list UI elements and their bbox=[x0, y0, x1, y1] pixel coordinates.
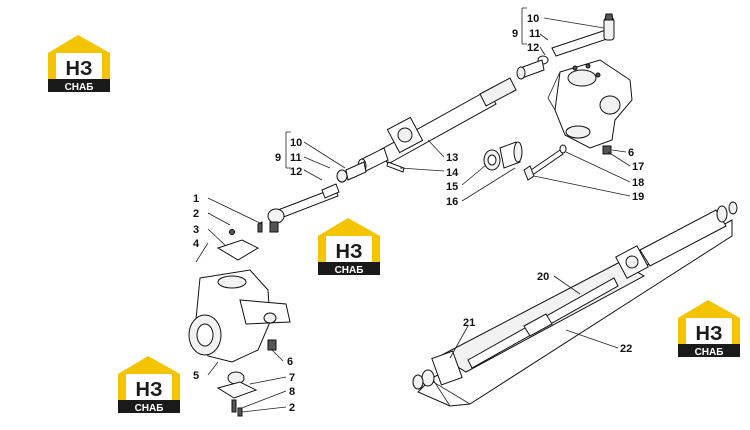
callout-20: 20 bbox=[537, 271, 549, 283]
knuckle-right bbox=[547, 59, 633, 149]
callout-6: 6 bbox=[287, 356, 293, 368]
logo-mark: НЗ bbox=[136, 379, 163, 401]
bolt-14 bbox=[386, 161, 405, 173]
tie-rod-end-top bbox=[516, 13, 615, 80]
callout-1: 1 bbox=[193, 193, 199, 205]
logo-top-left: НЗ СНАБ bbox=[48, 35, 110, 93]
logo-mark: НЗ bbox=[336, 241, 363, 263]
logo-mark: НЗ bbox=[66, 58, 93, 80]
callout-2: 2 bbox=[193, 208, 199, 220]
logo-text: СНАБ bbox=[335, 265, 364, 276]
callout-18: 18 bbox=[632, 177, 644, 189]
tie-rod-tube bbox=[357, 77, 517, 174]
logo-right: НЗ СНАБ bbox=[678, 300, 740, 358]
callout-10: 10 bbox=[290, 137, 302, 149]
arm-plate-top bbox=[216, 221, 263, 261]
piston-rod bbox=[467, 277, 619, 369]
callout-13: 13 bbox=[446, 152, 458, 164]
callout-12: 12 bbox=[290, 166, 302, 178]
bolt-19 bbox=[523, 144, 612, 181]
callout-17: 17 bbox=[632, 161, 644, 173]
leader-lines bbox=[195, 7, 631, 413]
callout-2: 2 bbox=[289, 402, 295, 414]
callout-6: 6 bbox=[628, 147, 634, 159]
callout-labels: 10 9 11 12 10 9 11 12 13 14 15 16 6 17 1… bbox=[193, 13, 644, 414]
callout-11: 11 bbox=[290, 152, 302, 164]
callout-4: 4 bbox=[193, 238, 200, 250]
callout-9: 9 bbox=[275, 152, 281, 164]
callout-14: 14 bbox=[446, 167, 459, 179]
callout-5: 5 bbox=[193, 370, 199, 382]
bushing-set bbox=[483, 141, 523, 171]
callout-22: 22 bbox=[620, 343, 632, 355]
callout-11: 11 bbox=[529, 28, 541, 40]
logo-bottom-left: НЗ СНАБ bbox=[118, 356, 180, 414]
tie-rod-end-middle bbox=[267, 161, 367, 233]
logo-text: СНАБ bbox=[135, 403, 164, 414]
callout-12: 12 bbox=[527, 42, 539, 54]
logo-mark: НЗ bbox=[696, 323, 723, 345]
logo-text: СНАБ bbox=[65, 82, 94, 93]
callout-3: 3 bbox=[193, 224, 199, 236]
callout-7: 7 bbox=[289, 372, 295, 384]
callout-21: 21 bbox=[463, 317, 475, 329]
callout-10: 10 bbox=[527, 13, 539, 25]
logo-center: НЗ СНАБ bbox=[318, 218, 380, 276]
callout-8: 8 bbox=[289, 386, 295, 398]
callout-19: 19 bbox=[632, 191, 644, 203]
callout-9: 9 bbox=[512, 28, 518, 40]
logo-text: СНАБ bbox=[695, 347, 724, 358]
knuckle-left bbox=[188, 269, 291, 363]
callout-15: 15 bbox=[446, 181, 458, 193]
arm-plate-bottom bbox=[216, 371, 258, 417]
nut-6 bbox=[267, 339, 277, 351]
callout-16: 16 bbox=[446, 196, 458, 208]
